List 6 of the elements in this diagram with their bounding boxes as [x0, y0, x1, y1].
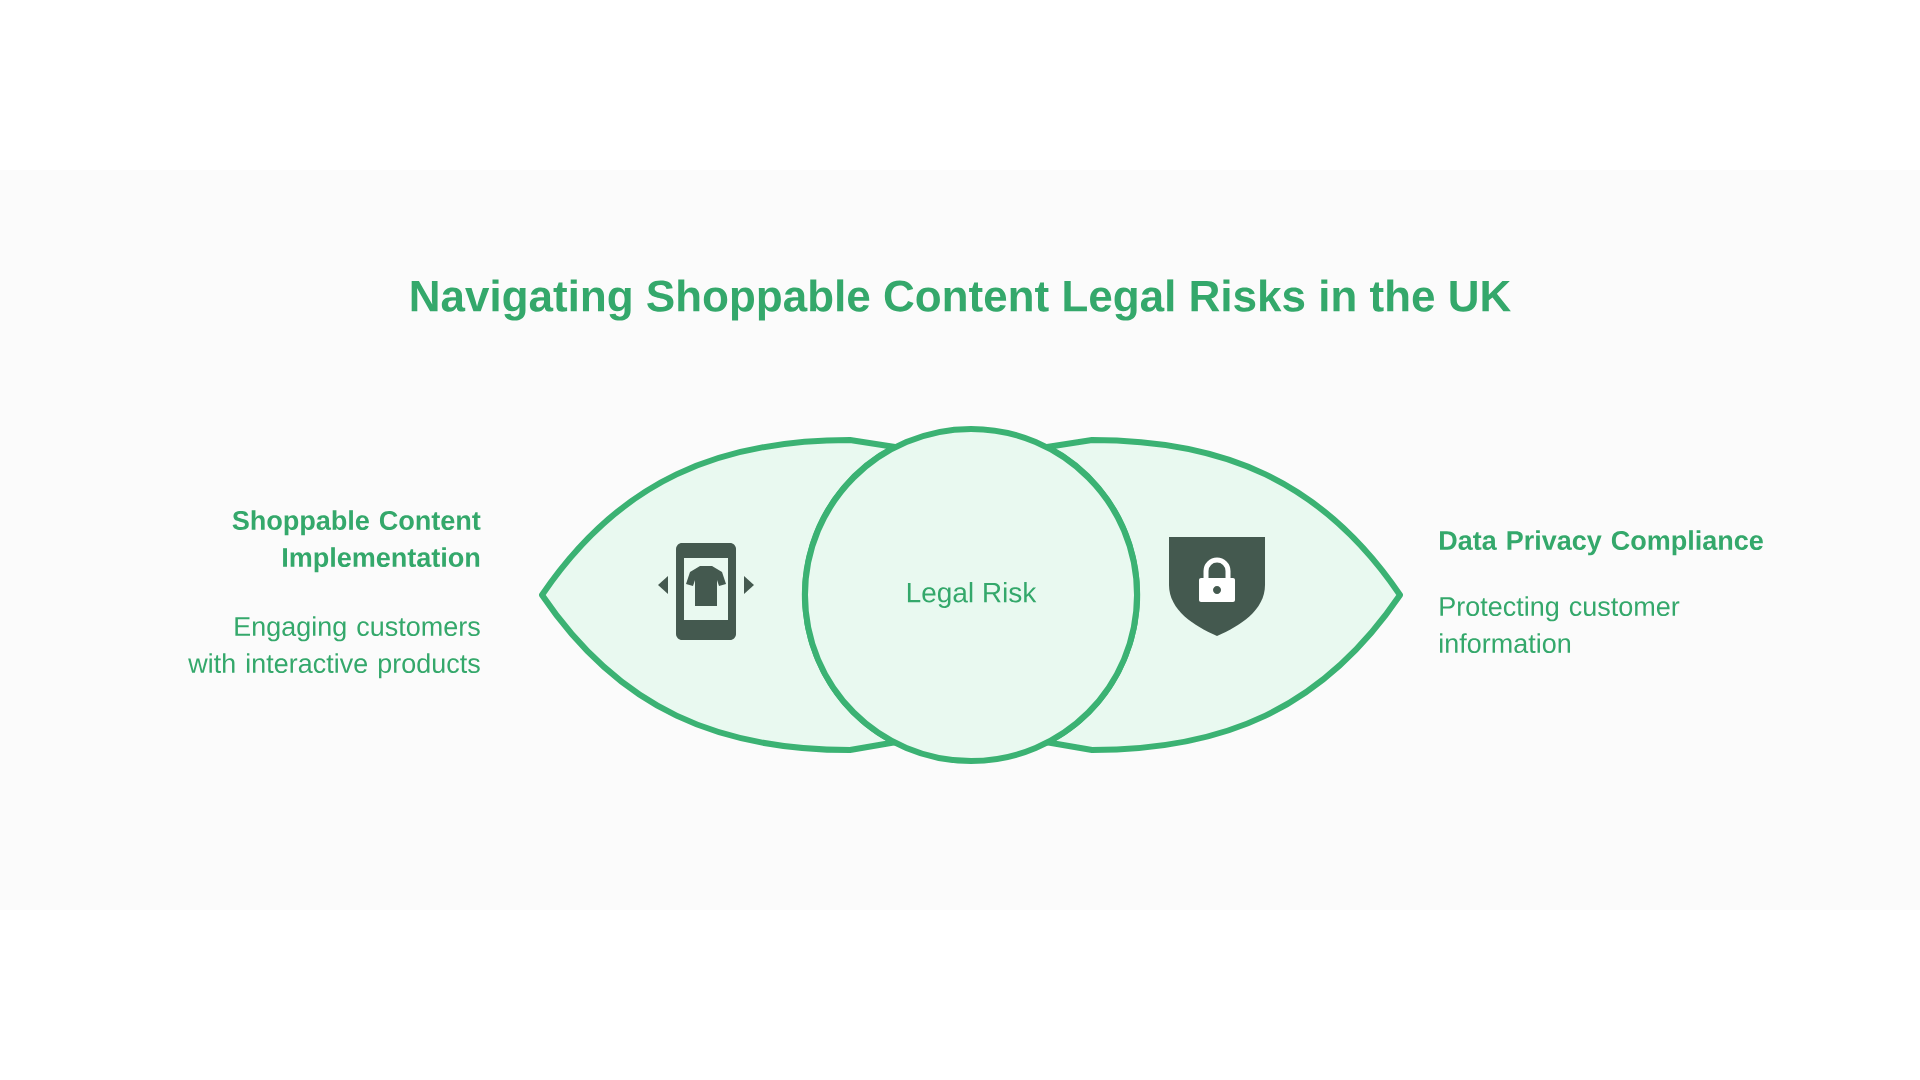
description: Protecting customer information — [1440, 596, 1680, 654]
title: Navigating Shoppable Content Legal Risks in the UK — [411, 279, 1511, 321]
heading: Data Privacy Compliance — [1440, 530, 1763, 556]
description: Engaging customers with interactive products — [188, 616, 480, 679]
circle-node: Legal Risk — [802, 426, 1140, 764]
heading: Shoppable Content Implementation — [232, 510, 481, 573]
